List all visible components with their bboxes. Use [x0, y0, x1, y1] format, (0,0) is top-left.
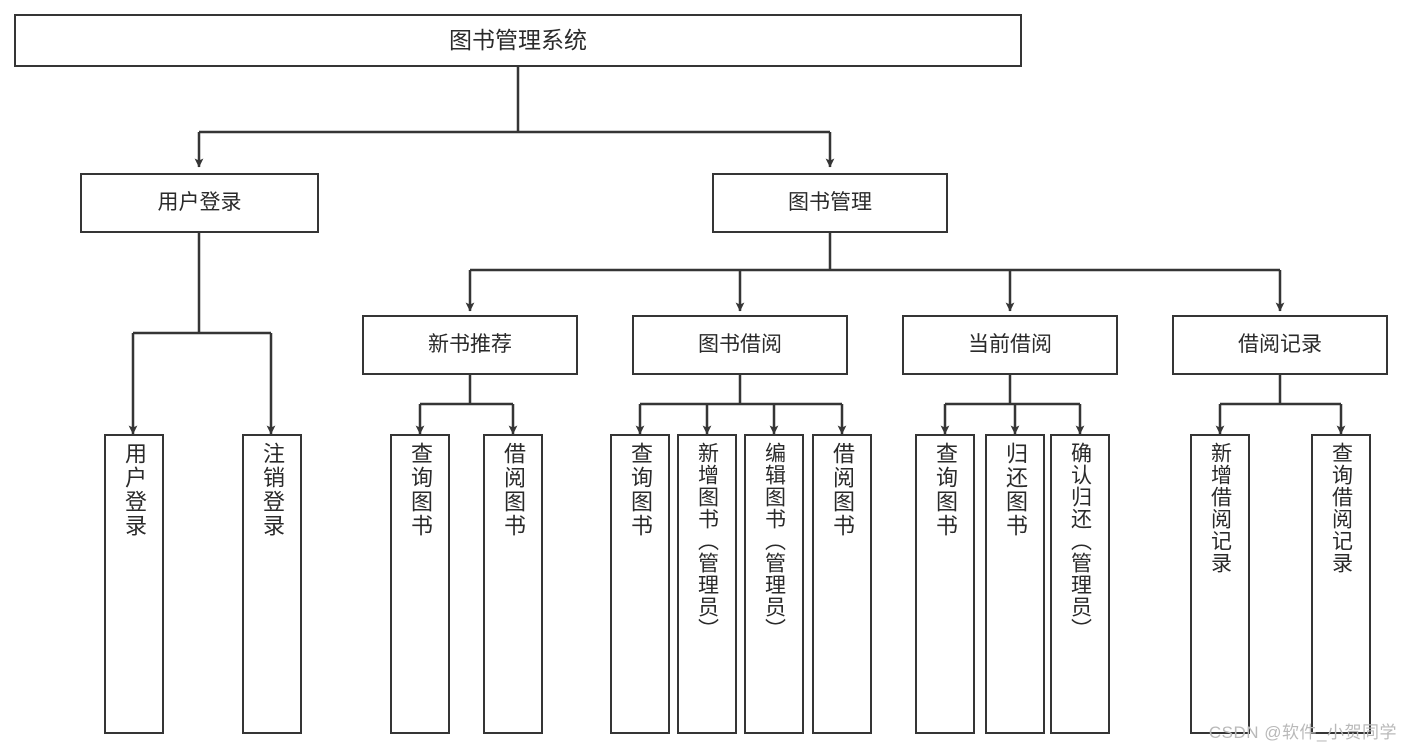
- node-borrow-record-label: 借阅记录: [1238, 332, 1322, 356]
- leaf-query-record[interactable]: 查询借阅记录: [1311, 434, 1371, 734]
- leaf-borrow-book-1[interactable]: 借阅图书: [483, 434, 543, 734]
- leaf-edit-book-label: 编辑图书（管理员）: [762, 442, 786, 640]
- leaf-query-book-1-label: 查询图书: [408, 442, 433, 538]
- leaf-user-login-label: 用户登录: [122, 442, 147, 538]
- node-current-borrow[interactable]: 当前借阅: [902, 315, 1118, 375]
- node-root[interactable]: 图书管理系统: [14, 14, 1022, 67]
- leaf-user-login[interactable]: 用户登录: [104, 434, 164, 734]
- leaf-borrow-book-1-label: 借阅图书: [501, 442, 526, 538]
- leaf-query-book-2[interactable]: 查询图书: [610, 434, 670, 734]
- node-user-login-label: 用户登录: [157, 190, 242, 214]
- leaf-return-book[interactable]: 归还图书: [985, 434, 1045, 734]
- leaf-add-record[interactable]: 新增借阅记录: [1190, 434, 1250, 734]
- node-book-manage[interactable]: 图书管理: [712, 173, 948, 233]
- node-borrow-record[interactable]: 借阅记录: [1172, 315, 1388, 375]
- leaf-query-book-3-label: 查询图书: [933, 442, 958, 538]
- node-current-borrow-label: 当前借阅: [968, 332, 1052, 356]
- leaf-confirm-return-label: 确认归还（管理员）: [1068, 442, 1092, 640]
- leaf-query-book-1[interactable]: 查询图书: [390, 434, 450, 734]
- leaf-query-record-label: 查询借阅记录: [1329, 442, 1353, 574]
- leaf-add-book-label: 新增图书（管理员）: [695, 442, 719, 640]
- leaf-add-record-label: 新增借阅记录: [1208, 442, 1232, 574]
- node-book-borrow[interactable]: 图书借阅: [632, 315, 848, 375]
- leaf-borrow-book-2-label: 借阅图书: [830, 442, 855, 538]
- node-user-login[interactable]: 用户登录: [80, 173, 319, 233]
- leaf-logout-login-label: 注销登录: [260, 442, 285, 538]
- leaf-add-book[interactable]: 新增图书（管理员）: [677, 434, 737, 734]
- leaf-edit-book[interactable]: 编辑图书（管理员）: [744, 434, 804, 734]
- watermark-text: CSDN @软件_小贺同学: [1208, 723, 1397, 742]
- node-book-manage-label: 图书管理: [788, 190, 872, 214]
- leaf-logout-login[interactable]: 注销登录: [242, 434, 302, 734]
- leaf-confirm-return[interactable]: 确认归还（管理员）: [1050, 434, 1110, 734]
- node-root-label: 图书管理系统: [449, 26, 587, 53]
- node-new-book-rec[interactable]: 新书推荐: [362, 315, 578, 375]
- leaf-borrow-book-2[interactable]: 借阅图书: [812, 434, 872, 734]
- leaf-query-book-2-label: 查询图书: [628, 442, 653, 538]
- leaf-query-book-3[interactable]: 查询图书: [915, 434, 975, 734]
- node-new-book-rec-label: 新书推荐: [428, 332, 512, 356]
- node-book-borrow-label: 图书借阅: [698, 332, 782, 356]
- leaf-return-book-label: 归还图书: [1003, 442, 1028, 538]
